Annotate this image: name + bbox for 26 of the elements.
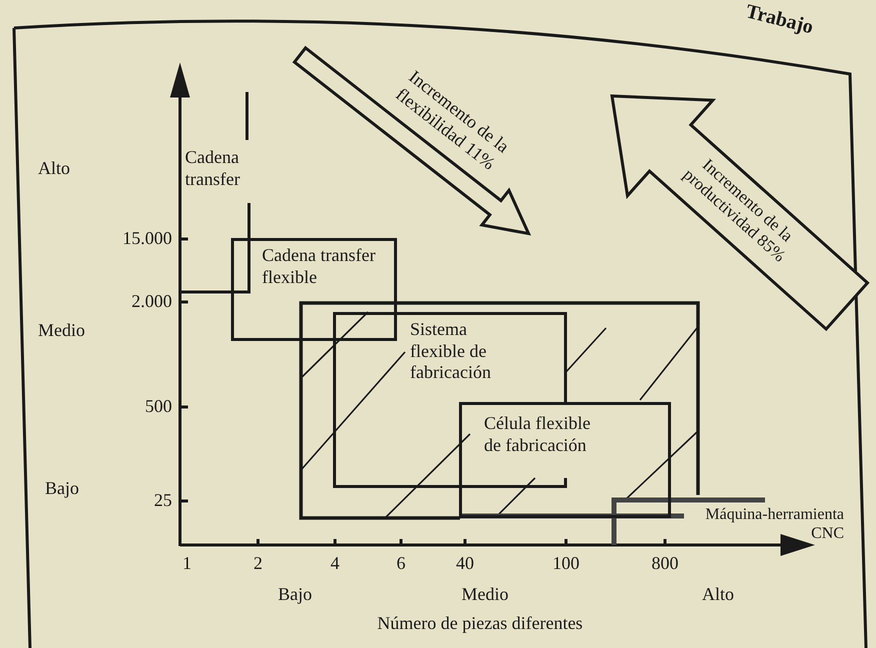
level-label: Alto <box>700 584 735 606</box>
axis-tick-label: 800 <box>650 553 680 575</box>
page-header: Trabajo <box>743 0 816 40</box>
level-label: Alto <box>38 158 72 180</box>
region-label: Máquina-herramienta CNC <box>704 505 844 544</box>
region-label: Sistema flexible de fabricación <box>410 319 492 384</box>
level-label: Medio <box>460 584 510 606</box>
axis-tick-label: 40 <box>455 553 475 575</box>
level-label: Bajo <box>45 478 80 500</box>
axis-tick-label: 1 <box>182 553 192 575</box>
axis-tick-label: 2 <box>252 553 264 575</box>
region-label: Cadena transfer flexible <box>262 245 376 288</box>
axis-title: Número de piezas diferentes <box>376 613 584 635</box>
region-box <box>231 238 397 341</box>
axis-tick-label: 4 <box>330 553 340 575</box>
axis-tick-label: 100 <box>552 553 580 575</box>
axis-tick-label: 15.000 <box>122 228 172 250</box>
axis-tick-label: 2.000 <box>130 291 172 313</box>
level-label: Medio <box>38 320 86 342</box>
axis-tick-label: 25 <box>153 490 172 512</box>
axis-tick-label: 6 <box>396 553 406 575</box>
region-box <box>459 402 671 518</box>
region-label: Célula flexible de fabricación <box>484 413 592 456</box>
level-label: Bajo <box>277 584 313 606</box>
axis-tick-label: 500 <box>144 396 172 418</box>
region-label: Cadena transfer <box>185 147 241 190</box>
